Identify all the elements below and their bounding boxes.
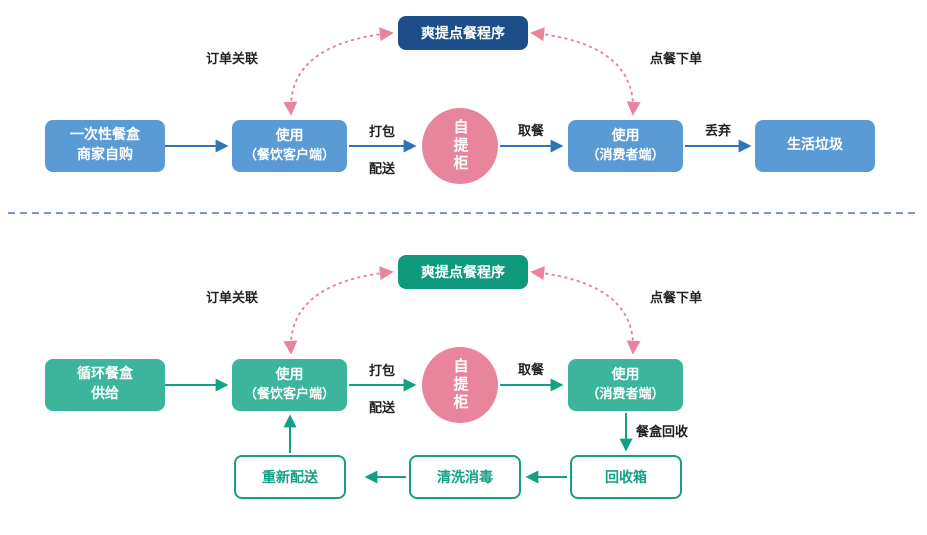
node-line2: （餐饮客户端） <box>243 386 335 402</box>
node-line1: 使用 <box>275 128 304 145</box>
pickup-cabinet-label: 自提柜 <box>451 119 470 173</box>
node-line1: 清洗消毒 <box>437 470 493 486</box>
ordering-app-node: 爽提点餐程序 <box>398 255 528 289</box>
order-link-label: 订单关联 <box>206 291 259 306</box>
deliver-label: 配送 <box>369 162 396 177</box>
merchant-client-node: 使用 （餐饮客户端） <box>232 359 347 411</box>
node-line1: 使用 <box>611 128 640 145</box>
reusable-source-node: 循环餐盒 供给 <box>45 359 165 411</box>
node-line1: 一次性餐盒 <box>70 127 140 144</box>
discard-label: 丢弃 <box>705 124 732 139</box>
pickup-label: 取餐 <box>518 363 545 378</box>
pickup-cabinet-node: 自提柜 <box>422 108 498 184</box>
dotted-arrow-bottom-order-link <box>283 266 394 355</box>
order-place-label: 点餐下单 <box>650 52 703 67</box>
recycle-bin-node: 回收箱 <box>570 455 682 499</box>
node-line2: （消费者端） <box>586 147 665 163</box>
pickup-cabinet-node: 自提柜 <box>422 347 498 423</box>
pickup-cabinet-label: 自提柜 <box>451 358 470 412</box>
node-line1: 重新配送 <box>262 470 318 486</box>
node-line1: 循环餐盒 <box>77 366 133 383</box>
merchant-client-node: 使用 （餐饮客户端） <box>232 120 347 172</box>
household-waste-node: 生活垃圾 <box>755 120 875 172</box>
dotted-arrow-bottom-order-place <box>530 266 641 355</box>
node-line1: 生活垃圾 <box>787 137 843 154</box>
ordering-app-label: 爽提点餐程序 <box>421 265 505 281</box>
node-line2: 供给 <box>91 386 119 402</box>
consumer-client-node: 使用 （消费者端） <box>568 120 683 172</box>
box-recycle-label: 餐盒回收 <box>636 425 689 440</box>
deliver-label: 配送 <box>369 401 396 416</box>
dotted-arrow-top-order-place <box>530 27 641 116</box>
order-place-label: 点餐下单 <box>650 291 703 306</box>
clean-disinfect-node: 清洗消毒 <box>409 455 521 499</box>
ordering-app-node: 爽提点餐程序 <box>398 16 528 50</box>
dotted-arrow-top-order-link <box>283 27 394 116</box>
node-line1: 回收箱 <box>605 470 647 486</box>
node-line1: 使用 <box>611 367 640 384</box>
pack-label: 打包 <box>369 125 396 140</box>
node-line1: 使用 <box>275 367 304 384</box>
redeliver-node: 重新配送 <box>234 455 346 499</box>
pack-label: 打包 <box>369 364 396 379</box>
ordering-app-label: 爽提点餐程序 <box>421 26 505 42</box>
consumer-client-node: 使用 （消费者端） <box>568 359 683 411</box>
node-line2: 商家自购 <box>77 147 133 163</box>
disposable-source-node: 一次性餐盒 商家自购 <box>45 120 165 172</box>
order-link-label: 订单关联 <box>206 52 259 67</box>
node-line2: （餐饮客户端） <box>243 147 335 163</box>
node-line2: （消费者端） <box>586 386 665 402</box>
pickup-label: 取餐 <box>518 124 545 139</box>
